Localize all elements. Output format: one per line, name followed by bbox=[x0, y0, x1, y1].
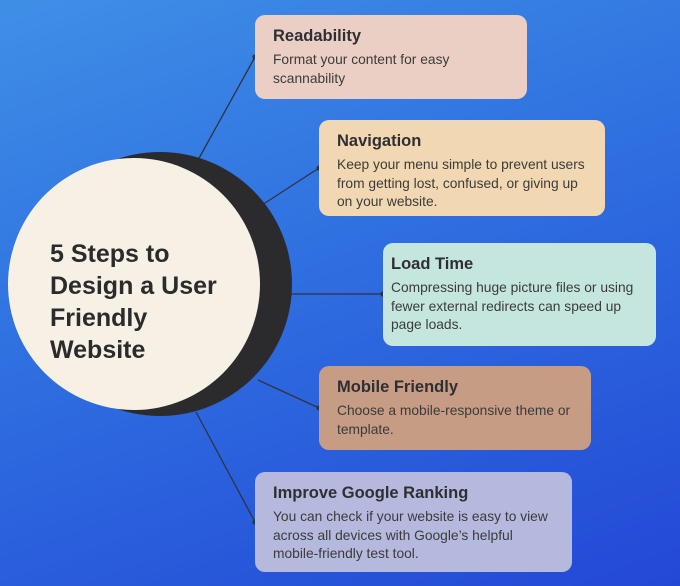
step-card-google-ranking: Improve Google Ranking You can check if … bbox=[255, 472, 572, 572]
step-text: Choose a mobile-responsive theme or temp… bbox=[337, 403, 571, 437]
step-card-navigation: Navigation Keep your menu simple to prev… bbox=[319, 120, 605, 216]
step-text: You can check if your website is easy to… bbox=[273, 509, 548, 561]
step-text: Format your content for easy scannabilit… bbox=[273, 52, 450, 86]
step-title: Readability bbox=[273, 27, 362, 45]
step-text: Keep your menu simple to prevent users f… bbox=[337, 157, 585, 209]
step-title: Improve Google Ranking bbox=[273, 484, 469, 502]
step-card-load-time: Load Time Compressing huge picture files… bbox=[383, 243, 656, 346]
connector-mobile-friendly bbox=[257, 379, 320, 409]
connector-readability bbox=[197, 56, 256, 161]
connector-navigation bbox=[261, 167, 320, 206]
step-card-mobile-friendly: Mobile Friendly Choose a mobile-responsi… bbox=[319, 366, 591, 450]
hub-title: 5 Steps to Design a User Friendly Websit… bbox=[50, 240, 217, 364]
hub-circle bbox=[8, 158, 260, 410]
step-title: Navigation bbox=[337, 132, 422, 150]
connector-google-ranking bbox=[195, 411, 256, 523]
step-card-readability: Readability Format your content for easy… bbox=[255, 15, 527, 99]
step-title: Mobile Friendly bbox=[337, 378, 459, 396]
step-title: Load Time bbox=[391, 255, 474, 273]
step-text: Compressing huge picture files or using … bbox=[391, 280, 634, 332]
